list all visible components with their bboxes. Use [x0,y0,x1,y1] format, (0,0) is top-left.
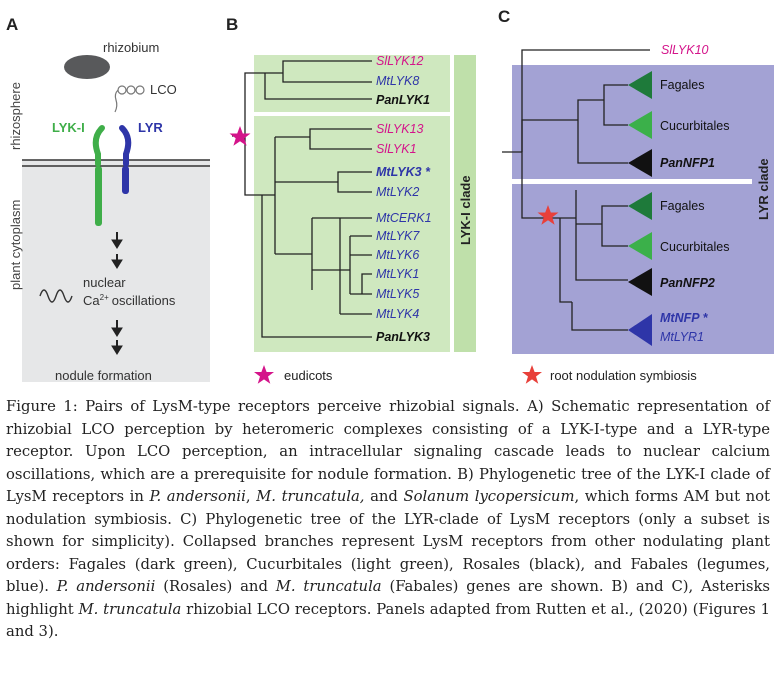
panel-c-label: C [498,7,510,26]
tree-leaf-mtcerk1: MtCERK1 [376,211,432,225]
tree-leaf-mtlyk8: MtLYK8 [376,74,419,88]
tree-leaf-mtlyr1: MtLYR1 [660,330,704,344]
figure-panels: A rhizosphere plant cytoplasm rhizobium … [6,7,774,384]
tree-leaf-sllyk1: SlLYK1 [376,142,417,156]
tree-leaf-panlyk3: PanLYK3 [376,330,430,344]
cucurbitales-top-triangle [628,111,652,139]
lyr-ectodomain [119,125,132,167]
tree-leaf-mtlyk3: MtLYK3 * [376,165,431,179]
panel-c-bottom-box [512,184,752,354]
lyr-kinase [122,166,129,194]
legend-eudicots-star-icon [254,365,274,384]
tree-leaf-sllyk12: SlLYK12 [376,54,424,68]
rhizosphere-label: rhizosphere [8,82,23,150]
tree-leaf-cucurbitales-bottom: Cucurbitales [660,240,729,254]
calcium-label: Ca2+oscillations [83,293,176,308]
tree-leaf-fagales-top: Fagales [660,78,704,92]
lco-molecule-icon [114,85,145,113]
oscillation-wave-icon [39,289,73,303]
tree-leaf-mtnfp: MtNFP * [660,311,709,325]
tree-leaf-pannfp2: PanNFP2 [660,276,715,290]
legend-root-nodulation-star-icon [522,365,542,384]
rosales-top-triangle [628,149,652,177]
lco-label: LCO [150,82,177,97]
panel-c: C LYR clade SlLYK10 Fagales Cucurbitales… [498,7,774,384]
tree-leaf-mtlyk1: MtLYK1 [376,267,419,281]
tree-leaf-mtlyk6: MtLYK6 [376,248,419,262]
rosales-bottom-triangle [628,268,652,296]
fagales-top-triangle [628,71,652,99]
tree-leaf-mtlyk4: MtLYK4 [376,307,419,321]
lyk-clade-bar [454,55,476,352]
root-nodulation-star-icon [537,205,559,225]
panel-a-label: A [6,15,18,34]
tree-leaf-pannfp1: PanNFP1 [660,156,715,170]
tree-leaf-mtlyk5: MtLYK5 [376,287,419,301]
cytoplasm-label: plant cytoplasm [8,200,23,290]
signal-arrows [111,232,123,355]
tree-leaf-fagales-bottom: Fagales [660,199,704,213]
legend-root-nodulation-label: root nodulation symbiosis [550,368,697,383]
panel-b-top-box [254,55,450,112]
panel-a: A rhizosphere plant cytoplasm rhizobium … [6,15,210,383]
figure-caption: Figure 1: Pairs of LysM-type receptors p… [6,398,771,640]
nuclear-label: nuclear [83,275,126,290]
tree-leaf-sllyk13: SlLYK13 [376,122,424,136]
panel-b: B LYK-I clade SlLYK12 MtLYK8 PanLYK1 SlL… [226,15,476,384]
lyr-label: LYR [138,120,163,135]
tree-leaf-panlyk1: PanLYK1 [376,93,430,107]
lyk-clade-label: LYK-I clade [458,175,473,245]
tree-leaf-cucurbitales-top: Cucurbitales [660,119,729,133]
tree-leaf-sllyk10: SlLYK10 [661,43,709,57]
legend-eudicots-label: eudicots [284,368,333,383]
lyk-label: LYK-I [52,120,85,135]
lyr-clade-label: LYR clade [756,158,771,220]
panel-b-label: B [226,15,238,34]
nodule-label: nodule formation [55,368,152,383]
rhizobium-label: rhizobium [103,40,159,55]
lyk-kinase [95,166,102,226]
lyr-tree-branches [502,49,650,331]
eudicots-star-icon [229,126,251,146]
rhizobium-shape [64,55,110,79]
fagales-bottom-triangle [628,192,652,220]
panel-b-bottom-box [254,116,450,352]
lyk-ectodomain [92,125,105,167]
tree-leaf-mtlyk2: MtLYK2 [376,185,419,199]
lyr-clade-bar [752,65,774,354]
tree-leaf-mtlyk7: MtLYK7 [376,229,420,243]
cucurbitales-bottom-triangle [628,232,652,260]
fabales-triangle [628,314,652,346]
